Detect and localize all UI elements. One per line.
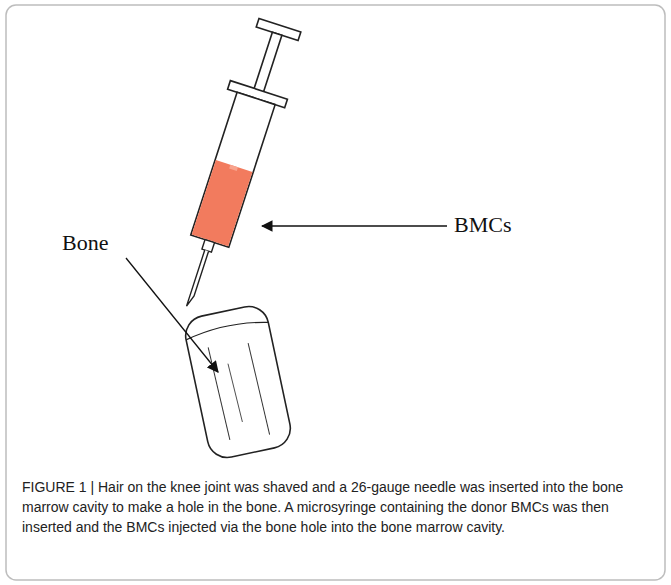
marrow-cavity-line (248, 343, 269, 435)
bone-outline (182, 303, 294, 461)
syringe-barrel (191, 92, 275, 247)
bone-drawing (182, 303, 294, 461)
marrow-cavity-line (208, 347, 230, 440)
leader-arrow (126, 258, 218, 372)
microsyringe (160, 16, 309, 316)
needle-hub (202, 240, 215, 253)
figure-caption: FIGURE 1 | Hair on the knee joint was sh… (22, 478, 650, 538)
figure-frame (6, 5, 665, 580)
bmc-fill (229, 165, 238, 171)
leader-arrow (262, 225, 447, 226)
part-label: Bone (62, 231, 108, 255)
bone-end-line (185, 318, 268, 340)
part-label: BMCs (454, 213, 511, 237)
marrow-cavity-line (228, 363, 242, 422)
needle (187, 250, 209, 307)
bmc-fill (192, 160, 253, 246)
